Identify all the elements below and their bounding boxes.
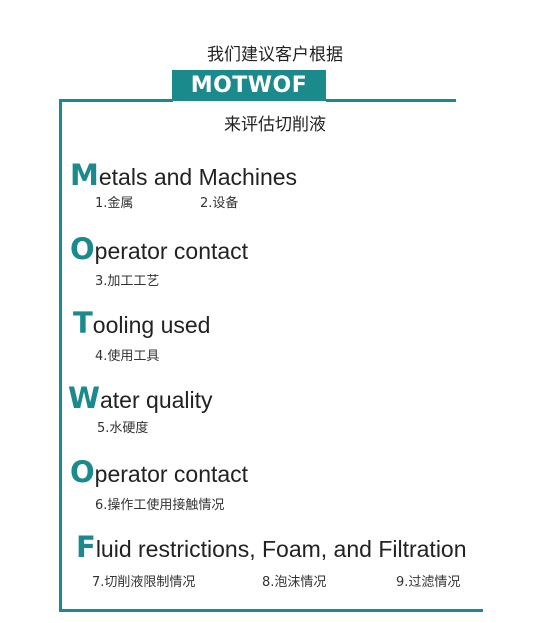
sub-item-foam: 8.泡沫情况 xyxy=(262,575,327,590)
entry-title-rest: perator contact xyxy=(94,238,249,264)
frame-bottom-border xyxy=(59,609,483,612)
sub-item-operator-usage: 6.操作工使用接触情况 xyxy=(95,498,225,513)
entry-initial: F xyxy=(76,530,96,564)
entry-title-rest: etals and Machines xyxy=(98,164,298,190)
intro-line-2: 来评估切削液 xyxy=(224,115,326,135)
frame-top-right-border xyxy=(326,99,456,102)
sub-item-tools: 4.使用工具 xyxy=(95,349,160,364)
entry-heading-operator-contact-2: Operator contact xyxy=(70,455,248,489)
sub-item-water-hardness: 5.水硬度 xyxy=(97,421,149,436)
entry-initial: O xyxy=(70,455,95,489)
frame-top-left-border xyxy=(59,99,173,102)
entry-initial: O xyxy=(70,232,95,266)
entry-heading-tooling: Tooling used xyxy=(73,306,210,340)
sub-item-metal: 1.金属 xyxy=(95,196,134,211)
sub-item-process: 3.加工工艺 xyxy=(95,274,160,289)
sub-item-filtration: 9.过滤情况 xyxy=(396,575,461,590)
intro-line-1: 我们建议客户根据 xyxy=(207,45,343,65)
entry-title-rest: luid restrictions, Foam, and Filtration xyxy=(95,536,467,562)
entry-heading-operator-contact-1: Operator contact xyxy=(70,232,248,266)
entry-heading-metals: Metals and Machines xyxy=(70,158,297,192)
frame-left-border xyxy=(59,99,62,612)
entry-initial: M xyxy=(70,158,99,192)
sub-item-equipment: 2.设备 xyxy=(200,196,239,211)
entry-initial: T xyxy=(73,306,93,340)
entry-heading-water: Water quality xyxy=(68,381,213,415)
entry-heading-fluid: Fluid restrictions, Foam, and Filtration xyxy=(76,530,467,564)
acronym-badge: MOTWOF xyxy=(172,70,326,101)
entry-title-rest: ooling used xyxy=(92,312,211,338)
sub-item-fluid-restrictions: 7.切削液限制情况 xyxy=(92,575,196,590)
entry-initial: W xyxy=(68,381,100,415)
entry-title-rest: ater quality xyxy=(100,387,213,413)
entry-title-rest: perator contact xyxy=(94,461,249,487)
